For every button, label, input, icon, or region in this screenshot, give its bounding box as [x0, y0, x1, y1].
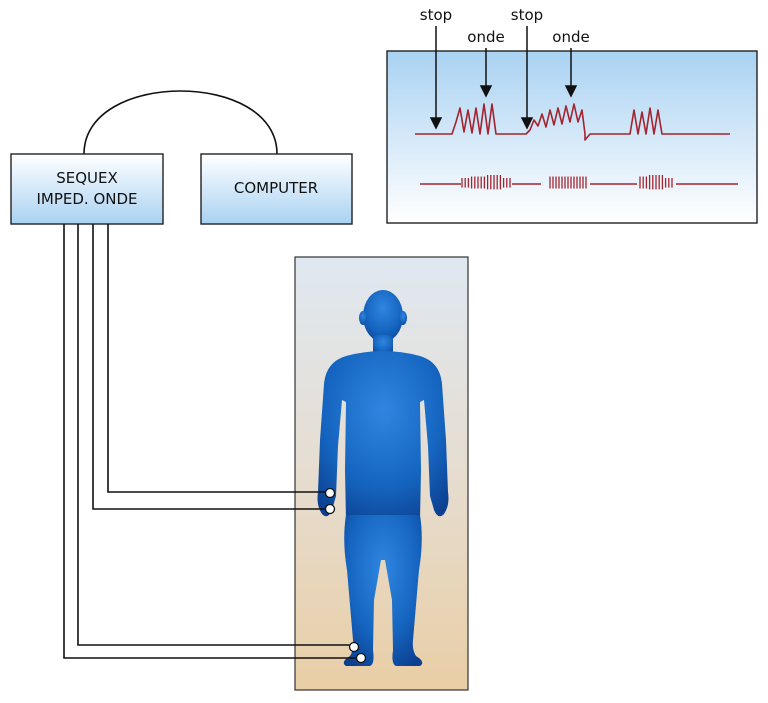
signal-markers	[429, 26, 578, 130]
marker-label-stop-2: stop	[511, 6, 543, 24]
computer-label: COMPUTER	[234, 179, 318, 197]
electrode-icons	[324, 487, 367, 664]
electrode-wires	[63, 224, 358, 659]
sequex-label-line1: SEQUEX	[56, 169, 118, 187]
electrode-icon	[355, 652, 367, 664]
sequex-label-line2: IMPED. ONDE	[36, 190, 137, 208]
computer-device-box: COMPUTER	[200, 153, 353, 225]
impedance-bursts-lower	[461, 175, 673, 190]
electrode-icon	[348, 641, 360, 653]
human-figure-icon	[317, 290, 449, 666]
device-link-cable	[83, 90, 278, 155]
sequex-device-box: SEQUEX IMPED. ONDE	[10, 153, 164, 225]
electrode-icon	[324, 487, 336, 499]
impedance-trace-upper	[415, 103, 730, 141]
signal-display	[386, 26, 758, 224]
marker-label-onde-2: onde	[552, 28, 589, 46]
electrode-icon	[324, 503, 336, 515]
marker-label-onde-1: onde	[467, 28, 504, 46]
marker-label-stop-1: stop	[420, 6, 452, 24]
